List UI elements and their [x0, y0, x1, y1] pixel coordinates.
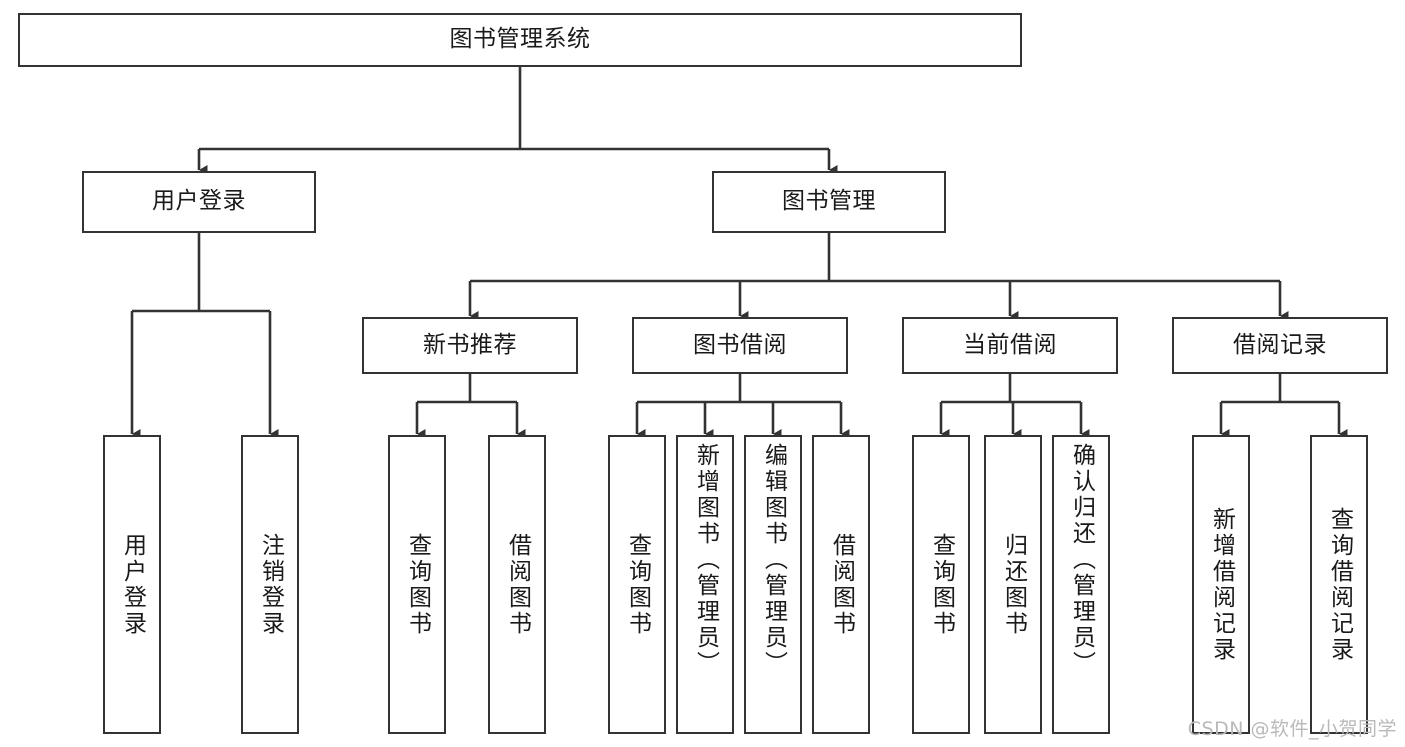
leaf-add-book-label: 新增图书（管理员） [692, 443, 719, 677]
leaf-query-book-recommendation[interactable]: 查询图书 [388, 435, 446, 734]
node-book-borrowing-label: 图书借阅 [693, 331, 787, 358]
leaf-add-book[interactable]: 新增图书（管理员） [676, 435, 734, 734]
node-book-borrowing[interactable]: 图书借阅 [632, 317, 848, 374]
leaf-user-login[interactable]: 用户登录 [103, 435, 161, 734]
edge-group [130, 67, 1348, 439]
leaf-query-book-current-label: 查询图书 [928, 532, 955, 637]
leaf-borrow-book-borrowing-label: 借阅图书 [828, 532, 855, 637]
leaf-add-borrowing-record[interactable]: 新增借阅记录 [1192, 435, 1250, 734]
leaf-borrow-book-recommendation[interactable]: 借阅图书 [488, 435, 546, 734]
leaf-edit-book-label: 编辑图书（管理员） [760, 443, 787, 677]
leaf-borrow-book-borrowing[interactable]: 借阅图书 [812, 435, 870, 734]
node-user-login-label: 用户登录 [152, 188, 246, 215]
leaf-query-book-borrowing[interactable]: 查询图书 [608, 435, 666, 734]
leaf-user-login-label: 用户登录 [119, 532, 146, 637]
leaf-add-borrowing-record-label: 新增借阅记录 [1208, 506, 1235, 663]
leaf-query-book-current[interactable]: 查询图书 [912, 435, 970, 734]
node-user-login[interactable]: 用户登录 [82, 171, 316, 233]
leaf-borrow-book-recommendation-label: 借阅图书 [504, 532, 531, 637]
node-new-book-recommendation-label: 新书推荐 [423, 331, 517, 358]
leaf-logout-label: 注销登录 [257, 532, 284, 637]
leaf-edit-book[interactable]: 编辑图书（管理员） [744, 435, 802, 734]
leaf-logout[interactable]: 注销登录 [241, 435, 299, 734]
leaf-query-book-recommendation-label: 查询图书 [404, 532, 431, 637]
node-root-label: 图书管理系统 [449, 26, 591, 53]
node-current-borrowing[interactable]: 当前借阅 [902, 317, 1118, 374]
node-borrowing-records[interactable]: 借阅记录 [1172, 317, 1388, 374]
watermark-text: CSDN @软件_小贺同学 [1187, 718, 1397, 740]
leaf-return-book-label: 归还图书 [1000, 532, 1027, 637]
leaf-confirm-return[interactable]: 确认归还（管理员） [1052, 435, 1110, 734]
node-current-borrowing-label: 当前借阅 [963, 331, 1057, 358]
leaf-return-book[interactable]: 归还图书 [984, 435, 1042, 734]
node-root[interactable]: 图书管理系统 [18, 13, 1022, 67]
node-book-management[interactable]: 图书管理 [712, 171, 946, 233]
node-book-management-label: 图书管理 [782, 188, 876, 215]
leaf-query-book-borrowing-label: 查询图书 [624, 532, 651, 637]
leaf-query-borrowing-record[interactable]: 查询借阅记录 [1310, 435, 1368, 734]
node-borrowing-records-label: 借阅记录 [1233, 331, 1327, 358]
leaf-query-borrowing-record-label: 查询借阅记录 [1326, 506, 1353, 663]
node-new-book-recommendation[interactable]: 新书推荐 [362, 317, 578, 374]
leaf-confirm-return-label: 确认归还（管理员） [1068, 443, 1095, 677]
